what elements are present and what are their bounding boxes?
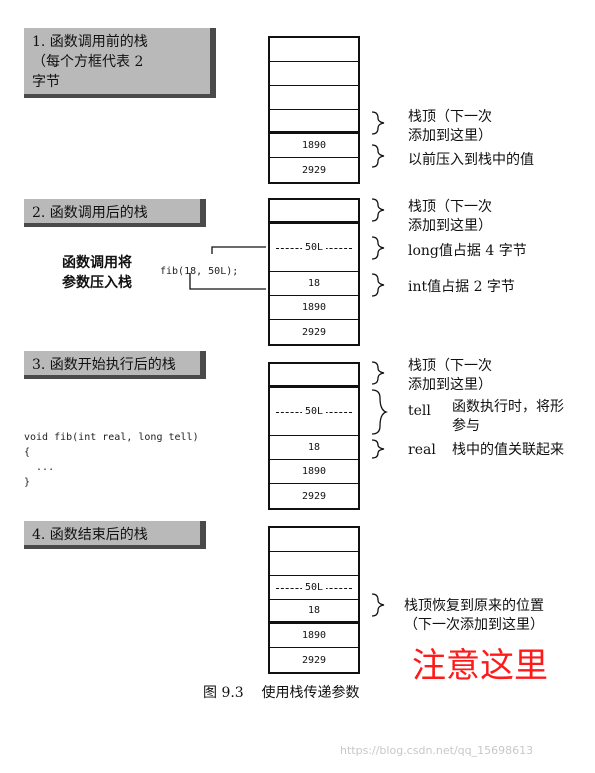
stack-cell [270, 552, 358, 576]
annotation-previous-values: 以前压入到栈中的值 [408, 152, 534, 168]
stack-cell [270, 364, 358, 388]
brace-top1 [371, 111, 385, 135]
annotation-real-name: real [408, 442, 436, 458]
brace-restore [371, 593, 385, 617]
brace-real [371, 439, 385, 459]
annotation-stack-restore: 栈顶恢复到原来的位置 （下一次添加到这里） [404, 598, 544, 633]
brace-top3 [371, 361, 385, 385]
brace-long [371, 236, 385, 260]
stack-cell: 18 [270, 436, 358, 460]
stack-3: 50L 18 1890 2929 [268, 362, 360, 510]
annotation-stack-top-1: 栈顶（下一次 添加到这里） [408, 109, 492, 144]
long-value: 50L [301, 242, 327, 253]
stack-cell: 18 [270, 600, 358, 624]
brace-prev [371, 144, 385, 168]
stack-cell-long: 50L [270, 576, 358, 600]
annotation-tell-desc: 函数执行时，将形 参与 [452, 399, 564, 434]
annotation-tell-name: tell [408, 403, 431, 419]
step-4-title: 4. 函数结束后的栈 [24, 521, 206, 549]
step-1-title: 1. 函数调用前的栈 （每个方框代表 2 字节 [24, 28, 216, 98]
watermark: https://blog.csdn.net/qq_15698613 [340, 744, 534, 757]
stack-cell [270, 38, 358, 62]
annotation-stack-top-3: 栈顶（下一次 添加到这里） [408, 358, 492, 393]
call-line-long [211, 246, 266, 254]
highlight-note: 注意这里 [412, 646, 548, 686]
stack-4: 50L 18 1890 2929 [268, 526, 360, 674]
stack-cell-long: 50L [270, 224, 358, 272]
brace-tell [371, 389, 389, 435]
stack-cell: 1890 [270, 134, 358, 158]
figure-caption: 图 9.3 使用栈传递参数 [203, 685, 360, 701]
stack-cell-long: 50L [270, 388, 358, 436]
long-value: 50L [301, 406, 327, 417]
step-3-title: 3. 函数开始执行后的栈 [24, 351, 206, 379]
function-code: void fib(int real, long tell) { ... } [24, 432, 199, 488]
stack-cell: 1890 [270, 624, 358, 648]
long-value: 50L [301, 582, 327, 593]
call-label: 函数调用将 参数压入栈 [62, 255, 132, 291]
stack-cell: 2929 [301, 326, 327, 338]
annotation-long-size: long值占据 4 字节 [408, 243, 527, 259]
step-2-title: 2. 函数调用后的栈 [24, 199, 206, 227]
brace-top2 [371, 198, 385, 222]
brace-int [371, 273, 385, 297]
annotation-real-desc: 栈中的值关联起来 [452, 442, 564, 458]
stack-cell [270, 528, 358, 552]
call-code: fib(18, 50L); [160, 266, 239, 277]
stack-cell [270, 62, 358, 86]
annotation-stack-top-2: 栈顶（下一次 添加到这里） [408, 199, 492, 234]
stack-cell: 2929 [301, 164, 327, 176]
call-line-int [189, 273, 266, 290]
stack-cell: 2929 [301, 490, 327, 502]
stack-cell [270, 86, 358, 110]
stack-cell: 1890 [270, 296, 358, 320]
stack-cell: 18 [270, 272, 358, 296]
stack-2: 50L 18 1890 2929 [268, 198, 360, 346]
stack-cell [270, 110, 358, 134]
stack-1: 1890 2929 [268, 36, 360, 184]
stack-cell [270, 200, 358, 224]
stack-cell: 1890 [270, 460, 358, 484]
stack-cell: 2929 [301, 654, 327, 666]
annotation-int-size: int值占据 2 字节 [408, 279, 515, 295]
